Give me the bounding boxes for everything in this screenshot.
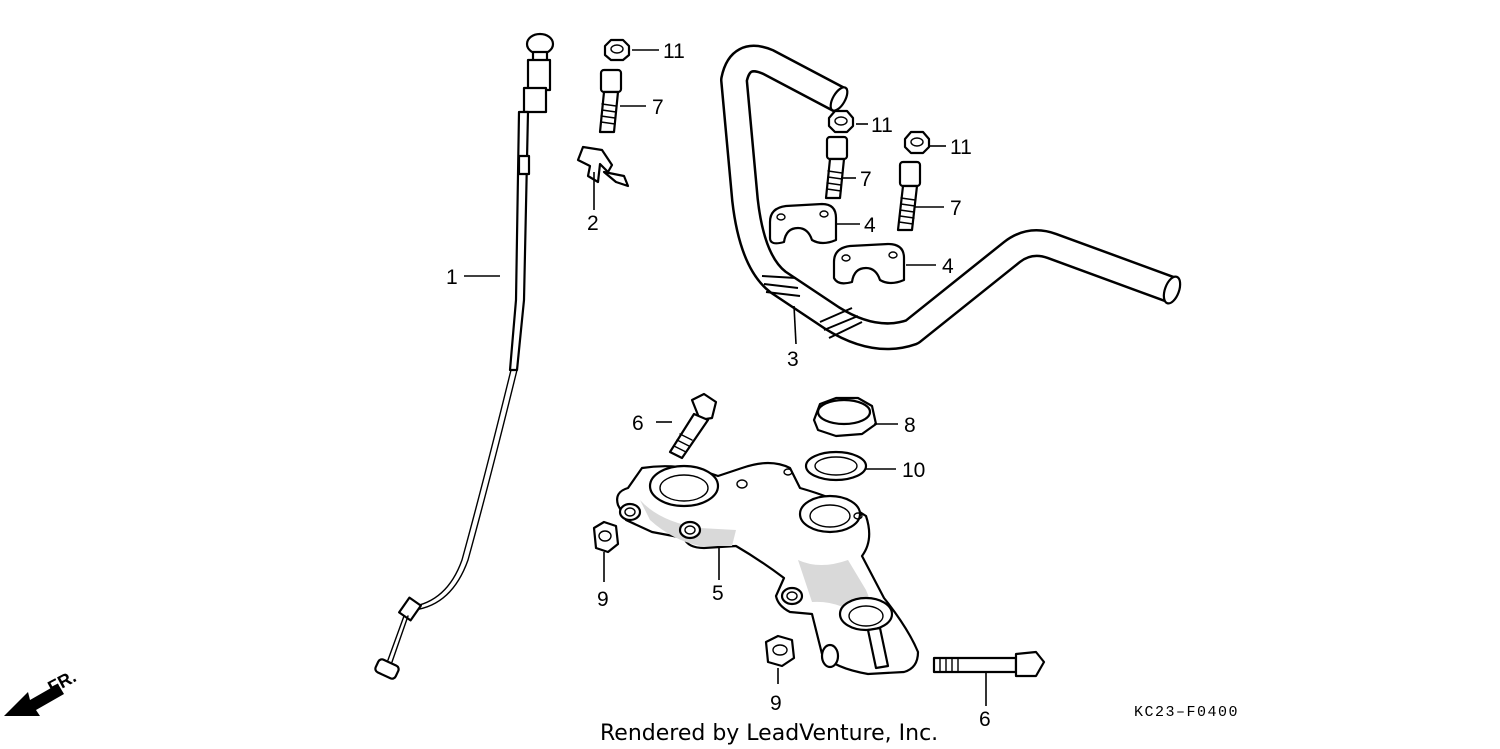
callout-1: 1 — [446, 266, 458, 289]
callout-9b: 9 — [770, 692, 782, 715]
callout-11b: 11 — [871, 114, 893, 137]
part-8-stem-nut — [812, 396, 878, 438]
part-11-nut-c — [903, 130, 931, 155]
part-7-bolt-c — [896, 160, 922, 232]
callout-3: 3 — [787, 348, 799, 371]
part-5-fork-bridge — [616, 461, 920, 676]
callout-labels: 1 2 3 4 4 5 6 6 7 7 7 8 9 9 10 11 11 11 — [446, 40, 991, 731]
front-arrow-icon — [4, 684, 64, 716]
callout-2: 2 — [587, 212, 599, 235]
callout-10: 10 — [902, 459, 925, 482]
leader-lines — [464, 49, 987, 706]
callout-7c: 7 — [950, 197, 962, 220]
part-2-clip — [576, 145, 630, 188]
render-credit: Rendered by LeadVenture, Inc. — [600, 721, 938, 746]
callout-11c: 11 — [950, 136, 972, 159]
front-direction-indicator: FR. — [4, 666, 79, 716]
callout-4b: 4 — [942, 255, 954, 278]
callout-4a: 4 — [864, 214, 876, 237]
part-7-bolt-b — [824, 135, 849, 200]
part-10-washer — [804, 450, 868, 482]
part-9-nut-upper — [592, 520, 620, 554]
callout-6a: 6 — [632, 412, 644, 435]
part-4-holder-b — [832, 242, 906, 285]
part-1-cable — [374, 32, 555, 680]
part-7-bolt-a — [598, 68, 623, 134]
part-3-handlebar — [720, 44, 1182, 351]
callout-11a: 11 — [663, 40, 685, 63]
part-11-nut-a — [603, 38, 631, 62]
callout-6b: 6 — [979, 708, 991, 731]
part-4-holder-a — [768, 202, 838, 245]
callout-8: 8 — [904, 414, 916, 437]
callout-7b: 7 — [860, 168, 872, 191]
callout-7a: 7 — [652, 96, 664, 119]
callout-9a: 9 — [597, 588, 609, 611]
part-11-nut-b — [827, 109, 855, 134]
callout-5: 5 — [712, 582, 724, 605]
part-6-bolt-lower — [932, 650, 1046, 678]
part-9-nut-lower — [764, 634, 796, 668]
part-6-bolt-upper — [668, 392, 718, 460]
diagram-code: KC23–F0400 — [1134, 704, 1239, 721]
